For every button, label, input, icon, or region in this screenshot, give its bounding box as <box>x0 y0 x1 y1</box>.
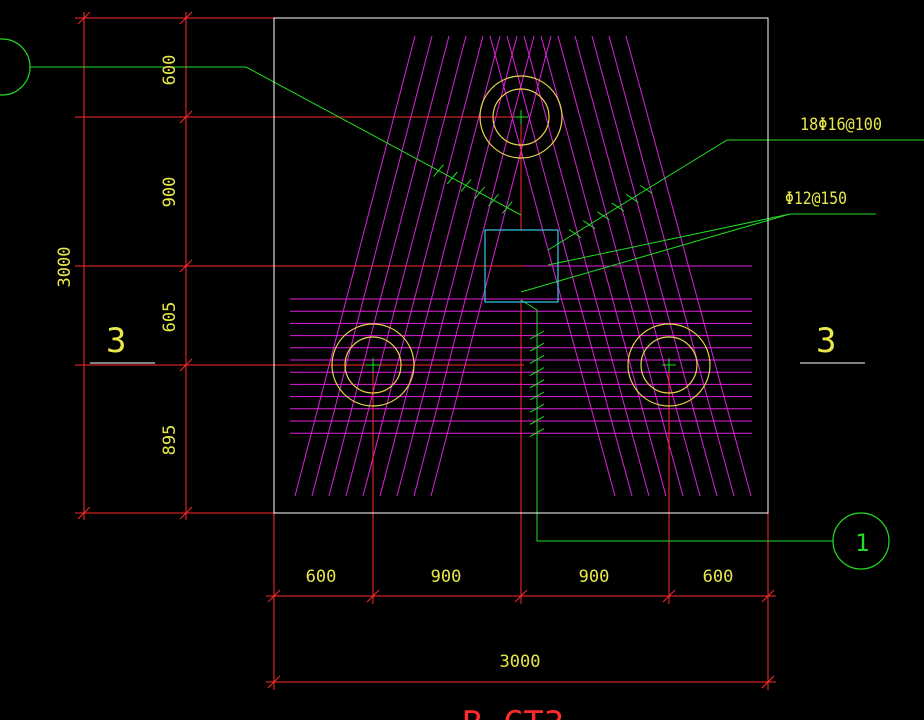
leader-tick <box>488 193 499 207</box>
dim-tick <box>267 675 281 689</box>
leader-stirrup-a <box>547 213 876 266</box>
dim-left-900: 900 <box>160 177 180 208</box>
dim-tick <box>77 506 91 520</box>
leader-tick <box>529 403 545 413</box>
dim-left-895: 895 <box>160 425 180 456</box>
dim-tick <box>514 589 528 603</box>
leader-tick <box>529 367 545 377</box>
dim-tick <box>267 589 281 603</box>
drawing-title-partial: B CT3 <box>462 704 564 720</box>
leader-main-rebar <box>547 139 924 251</box>
leader-tick <box>625 193 639 203</box>
leader-tick <box>433 164 444 177</box>
dim-tick <box>179 358 193 372</box>
dim-tick <box>77 11 91 25</box>
pile-left <box>331 323 415 407</box>
leader-tick <box>529 415 545 425</box>
dim-tick <box>366 589 380 603</box>
leader-tick <box>597 211 610 221</box>
dim-bottom-900-a: 900 <box>431 567 462 587</box>
dim-tick <box>761 589 775 603</box>
dimension-layer <box>75 11 776 690</box>
dim-tick <box>179 259 193 273</box>
dim-tick <box>179 110 193 124</box>
dim-tick <box>761 675 775 689</box>
leader-tick <box>582 220 596 230</box>
dim-bottom-600-a: 600 <box>306 567 337 587</box>
leader-tick <box>611 202 625 212</box>
pile-top <box>479 75 563 159</box>
section-mark-right: 3 <box>816 321 836 361</box>
detail-number: 1 <box>855 529 869 557</box>
dim-tick <box>179 11 193 25</box>
leader-top-left <box>30 66 522 216</box>
pile-right <box>627 323 711 407</box>
leader-tick <box>460 179 472 192</box>
leader-tick <box>529 330 545 340</box>
leader-tick <box>529 428 545 438</box>
detail-bubble-left <box>0 38 31 96</box>
leader-tick <box>446 171 458 185</box>
main-rebar-callout: 18Φ16@100 <box>800 115 882 135</box>
leader-tick <box>529 391 545 401</box>
leader-detail <box>520 299 833 542</box>
leader-stirrup-b <box>520 213 791 293</box>
dim-tick <box>179 506 193 520</box>
pile-cap-outline <box>273 17 769 514</box>
detail-bubble-right <box>832 512 890 570</box>
dim-bottom-600-b: 600 <box>703 567 734 587</box>
leader-layer <box>30 66 924 542</box>
leader-tick <box>568 229 582 238</box>
dim-left-total: 3000 <box>55 247 75 288</box>
leader-tick <box>529 379 545 389</box>
leader-tick <box>529 354 545 364</box>
stirrup-callout: Φ12@150 <box>785 189 847 209</box>
dim-bottom-total: 3000 <box>500 652 541 672</box>
leader-tick <box>501 201 513 214</box>
dim-bottom-900-b: 900 <box>579 567 610 587</box>
column-outline <box>484 229 559 303</box>
leader-tick <box>474 186 486 200</box>
dim-left-605: 605 <box>160 302 180 333</box>
section-mark-left: 3 <box>106 321 126 361</box>
dim-tick <box>662 589 676 603</box>
leader-tick <box>640 185 653 194</box>
leader-tick <box>529 342 545 352</box>
dim-left-600: 600 <box>160 55 180 86</box>
